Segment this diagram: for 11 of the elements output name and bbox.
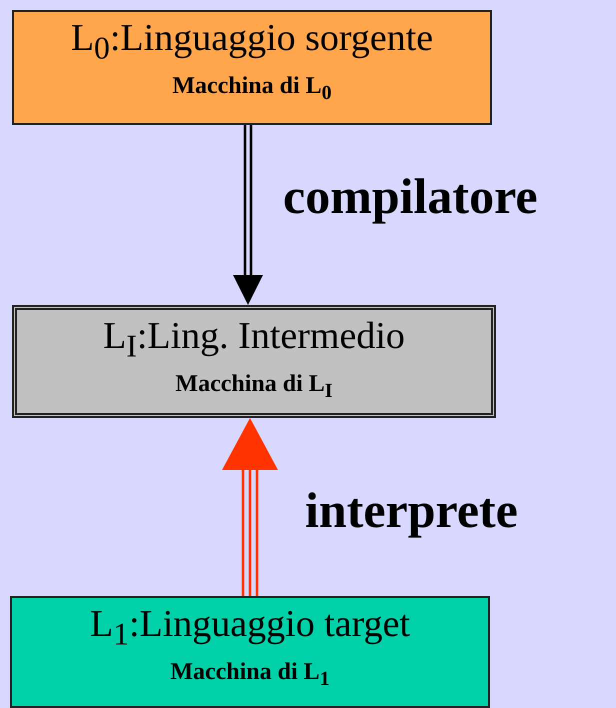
language-label: L$_{0}$:Linguaggio sorgente bbox=[70, 16, 434, 68]
machine-label: Macchina di L$_{I}$ bbox=[174, 370, 334, 404]
process-box bbox=[12, 10, 492, 125]
machine-label: Macchina di L$_{1}$ bbox=[169, 658, 331, 692]
process-box bbox=[12, 305, 496, 418]
language-label: L$_{1}$:Linguaggio target bbox=[88, 602, 412, 654]
process-box bbox=[10, 596, 490, 708]
language-label: L$_{I}$:Ling. Intermedio bbox=[102, 314, 406, 366]
arrow bbox=[222, 418, 278, 596]
machine-label: Macchina di L$_{0}$ bbox=[171, 72, 333, 106]
arrow bbox=[233, 125, 263, 305]
